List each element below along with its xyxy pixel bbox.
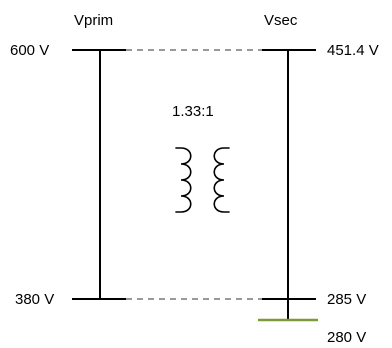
turns-ratio: 1.33:1 <box>172 103 214 120</box>
primary-header: Vprim <box>74 12 114 29</box>
secondary-header: Vsec <box>264 12 298 29</box>
secondary-tap-voltage: 280 V <box>327 329 367 346</box>
secondary-top-voltage: 451.4 V <box>327 42 379 59</box>
primary-top-voltage: 600 V <box>10 42 50 59</box>
primary-bottom-voltage: 380 V <box>15 291 55 308</box>
secondary-bottom-voltage: 285 V <box>327 291 367 308</box>
transformer-icon <box>175 147 230 213</box>
